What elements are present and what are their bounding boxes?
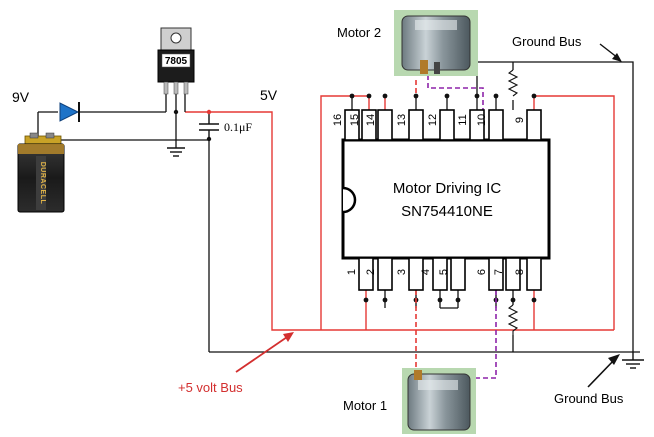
ic-pin-4-body: [432, 257, 448, 291]
resistor-top: [507, 69, 519, 97]
arrow-ground-bottom: [587, 354, 620, 388]
ic-part-label: SN754410NE: [401, 203, 493, 220]
battery-brand-label: DURACELL: [39, 162, 46, 205]
ic-pin-2-body: [377, 257, 393, 291]
ic-pin-5-body: [450, 257, 466, 291]
ic-pin-15-label: 15: [349, 114, 361, 126]
ic-pin-14-body: [377, 109, 393, 141]
ic-pin-4-label: 4: [420, 269, 432, 275]
ic-pin-7-body: [505, 257, 521, 291]
ic-pin-6-label: 6: [476, 269, 488, 275]
ic-chip: Motor Driving IC SN754410NE: [341, 138, 551, 260]
cap-junction-dot: [206, 109, 212, 115]
ic-pin-14-label: 14: [365, 114, 377, 126]
ground-bus-top-label: Ground Bus: [512, 34, 582, 49]
ic-pin-15-body: [361, 109, 377, 141]
diode-icon: [59, 102, 80, 122]
ground-symbol-regulator: [167, 147, 185, 157]
resistor-bottom: [507, 304, 519, 335]
ic-pin-3-body: [408, 257, 424, 291]
ic-pin-6-body: [488, 257, 504, 291]
ic-pin-5-label: 5: [438, 269, 450, 275]
ic-pin-12-body: [439, 109, 455, 141]
capacitor-label: 0.1μF: [224, 120, 252, 134]
regulator-label: 7805: [165, 56, 188, 67]
ic-pin-2-label: 2: [365, 269, 377, 275]
ic-pin-3-label: 3: [396, 269, 408, 275]
ic-pin-8-body: [526, 257, 542, 291]
ic-pin-13-label: 13: [396, 114, 408, 126]
junction-dots: [173, 93, 537, 303]
battery-voltage-label: 9V: [12, 89, 30, 105]
ic-name-label: Motor Driving IC: [393, 180, 502, 197]
ic-pin-9-label: 9: [514, 117, 526, 123]
ic-pin-16-body: [344, 109, 360, 141]
ic-pin-9-body: [526, 109, 542, 141]
motor-top-label: Motor 2: [337, 25, 381, 40]
battery-icon: DURACELL: [17, 132, 65, 213]
plus5-bus-label: +5 volt Bus: [178, 380, 243, 395]
voltage-regulator-icon: 7805: [157, 27, 195, 95]
motor-top-icon: [394, 10, 478, 76]
ic-pin-12-label: 12: [427, 114, 439, 126]
plus5-bus-wires: [185, 95, 615, 331]
ic-pin-1-body: [358, 257, 374, 291]
ground-bus-bottom-label: Ground Bus: [554, 391, 624, 406]
ic-pin-11-body: [469, 109, 485, 141]
ic-pin-11-label: 11: [457, 114, 469, 125]
motor-bottom-icon: [402, 368, 476, 434]
ic-pin-13-body: [408, 109, 424, 141]
arrow-ground-top: [599, 43, 622, 62]
ic-pin-7-label: 7: [493, 269, 505, 275]
ic-pin-1-label: 1: [346, 269, 358, 275]
capacitor: [199, 112, 219, 139]
supply-5v-label: 5V: [260, 87, 278, 103]
motor-bottom-label: Motor 1: [343, 398, 387, 413]
ic-pin-10-body: [488, 109, 504, 141]
ic-pin-16-label: 16: [332, 114, 344, 126]
ic-pin-8-label: 8: [514, 269, 526, 275]
arrow-plus5-bus: [235, 332, 294, 373]
ground-symbol-bus: [622, 352, 644, 369]
ic-pin-10-label: 10: [476, 114, 488, 126]
